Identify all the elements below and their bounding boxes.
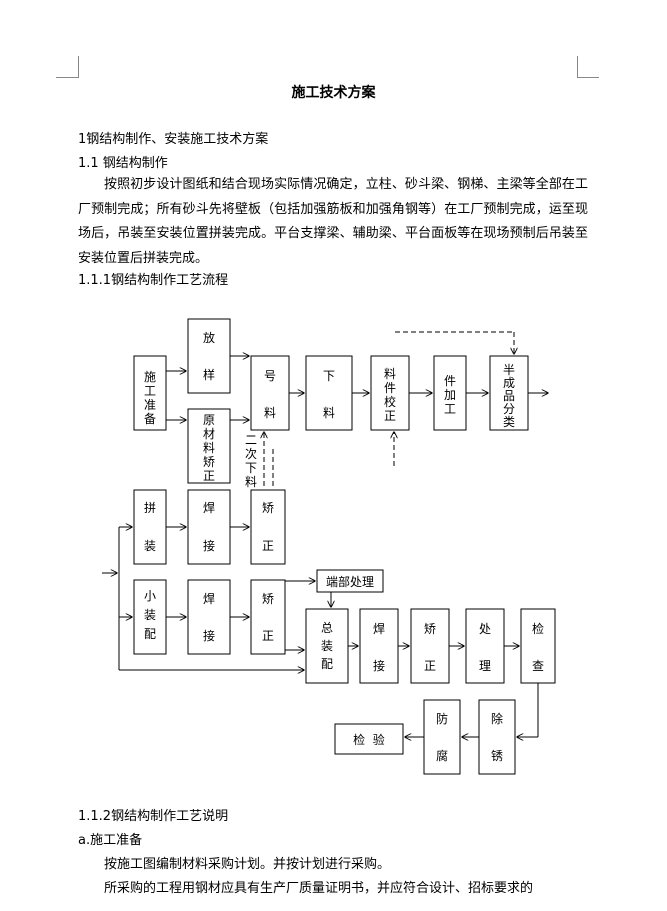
weld2-char-1: 接	[203, 628, 215, 643]
treat-char-1: 理	[479, 659, 491, 673]
splice-char-0: 拼	[144, 501, 156, 515]
small-char-2: 配	[144, 627, 156, 641]
mark-char-1: 料	[264, 406, 276, 420]
weld1-char-1: 接	[203, 538, 215, 553]
mcorr-char-0: 料	[384, 367, 396, 381]
cut-char-1: 料	[323, 406, 335, 420]
box-inspect	[334, 723, 404, 755]
corner-mark-right	[577, 56, 578, 78]
semi-char-2: 品	[503, 389, 515, 403]
raw-char-0: 原	[203, 413, 215, 427]
treat-char-0: 处	[479, 622, 491, 636]
end-label: 端部处理	[326, 574, 374, 589]
heading-1-1-1: 1.1.1钢结构制作工艺流程	[78, 273, 229, 288]
mcorr-char-3: 正	[384, 409, 396, 423]
correct2-char-0: 矫	[262, 591, 274, 606]
machining-char-0: 件	[444, 374, 456, 388]
correct1-char-0: 矫	[262, 500, 274, 515]
second-cut-char-1: 次	[245, 447, 257, 461]
second-cut-char-2: 下	[245, 461, 257, 475]
semi-char-4: 类	[503, 415, 515, 429]
semi-char-3: 分	[503, 402, 515, 416]
check-char-1: 查	[532, 659, 544, 673]
raw-char-1: 材	[203, 427, 215, 441]
cut-char-0: 下	[323, 369, 335, 383]
paragraph-procurement: 按施工图编制材料采购计划。并按计划进行采购。	[104, 857, 391, 872]
mark-char-0: 号	[264, 369, 276, 383]
small-char-0: 小	[144, 589, 156, 603]
anticor-char-1: 腐	[436, 748, 448, 763]
page-title: 施工技术方案	[291, 85, 376, 101]
box-prep	[133, 355, 167, 431]
corner-mark-left-h	[56, 77, 78, 78]
heading-1-1-2: 1.1.2钢结构制作工艺说明	[78, 809, 229, 824]
layout-char-1: 样	[203, 367, 215, 382]
machining-char-1: 加	[444, 388, 456, 402]
correct1-char-1: 正	[262, 539, 274, 553]
semi-char-0: 半	[503, 363, 515, 377]
correct3-char-0: 矫	[424, 621, 436, 636]
box-correct-1	[250, 489, 286, 565]
inspect-label: 检 验	[353, 732, 385, 747]
box-correct-2	[250, 579, 286, 655]
weld2-char-0: 焊	[203, 591, 215, 606]
derust-char-0: 除	[491, 711, 503, 726]
prep-char-1: 工	[144, 384, 156, 398]
raw-char-2: 料	[203, 441, 215, 455]
paragraph-steel-certificate: 所采购的工程用钢材应具有生产厂质量证明书，并应符合设计、招标要求的	[104, 881, 534, 896]
heading-1: 1钢结构制作、安装施工技术方案	[78, 132, 269, 147]
second-cut-char-3: 料	[245, 475, 257, 489]
weld3-char-1: 接	[373, 658, 385, 673]
raw-char-4: 正	[203, 469, 215, 483]
mcorr-char-1: 件	[384, 381, 396, 395]
prep-char-0: 施	[144, 370, 156, 384]
correct2-char-1: 正	[262, 629, 274, 643]
prep-char-2: 准	[144, 398, 156, 412]
corner-mark-right-h	[577, 77, 599, 78]
paragraph-intro: 按照初步设计图纸和结合现场实际情况确定，立柱、砂斗梁、钢梯、主梁等全部在工厂预制…	[78, 177, 588, 266]
prep-char-3: 备	[144, 412, 156, 426]
item-a-heading: a.施工准备	[78, 833, 143, 848]
total-char-1: 装	[321, 639, 333, 653]
raw-char-3: 矫	[203, 454, 215, 469]
check-char-0: 检	[532, 621, 544, 636]
layout-char-0: 放	[203, 330, 215, 345]
total-char-2: 配	[321, 657, 333, 671]
total-char-0: 总	[321, 621, 333, 635]
small-char-1: 装	[144, 608, 156, 622]
second-cut-char-0: 二	[245, 433, 257, 447]
semi-char-1: 成	[503, 376, 515, 390]
box-raw	[187, 408, 231, 484]
correct3-char-1: 正	[424, 659, 436, 673]
weld1-char-0: 焊	[203, 500, 215, 515]
derust-char-1: 锈	[491, 749, 503, 763]
heading-1-1: 1.1 钢结构制作	[78, 156, 168, 171]
anticor-char-0: 防	[436, 711, 448, 726]
corner-mark-left	[78, 56, 79, 78]
machining-char-2: 工	[444, 402, 456, 416]
weld3-char-0: 焊	[373, 621, 385, 636]
mcorr-char-2: 校	[384, 394, 396, 409]
box-end	[316, 569, 384, 593]
splice-char-1: 装	[144, 539, 156, 553]
